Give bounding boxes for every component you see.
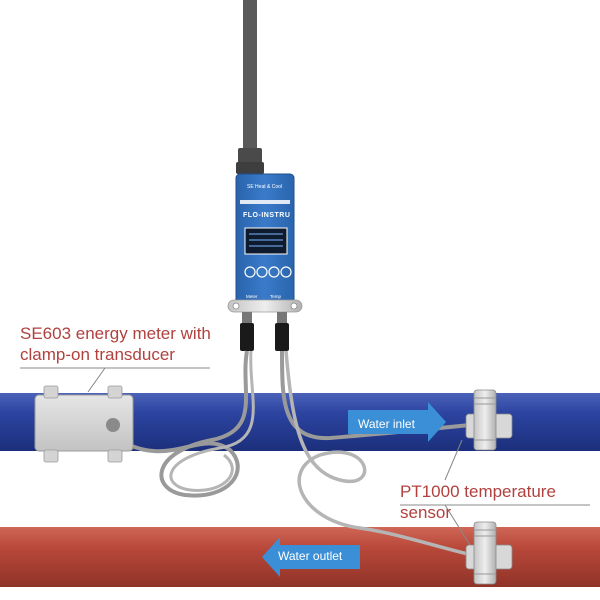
- port-temp-label: Temp: [270, 294, 282, 299]
- transducer-cable-2: [169, 350, 255, 492]
- device-button-4: [280, 266, 292, 278]
- sensor-cable-outlet: [284, 350, 473, 557]
- sensor-callout: PT1000 temperature sensor: [400, 481, 590, 523]
- sensor-callout-line1: PT1000 temperature: [400, 482, 556, 501]
- connector-left: [242, 312, 252, 324]
- clamp-on-transducer: [34, 385, 134, 463]
- meter-callout-line2: clamp-on transducer: [20, 345, 175, 364]
- connector-right: [277, 312, 287, 324]
- cable-gland-nut: [236, 162, 264, 174]
- water-inlet-label: Water inlet: [358, 417, 415, 431]
- temperature-sensor-inlet: [465, 389, 513, 451]
- device-button-3: [268, 266, 280, 278]
- meter-callout-line1: SE603 energy meter with: [20, 324, 211, 343]
- energy-meter-device: [235, 173, 295, 305]
- transducer-cable: [103, 350, 249, 498]
- device-button-1: [244, 266, 256, 278]
- device-brand-logo: FLO-INSTRU: [243, 212, 291, 219]
- lcd-screen: [244, 227, 288, 255]
- water-inlet-arrow: [348, 402, 446, 442]
- meter-callout: SE603 energy meter with clamp-on transdu…: [20, 323, 220, 365]
- top-cable: [243, 0, 257, 150]
- port-meter-label: Meter: [246, 294, 258, 299]
- device-button-2: [256, 266, 268, 278]
- water-outlet-arrow: [262, 537, 360, 577]
- water-outlet-label: Water outlet: [278, 549, 343, 563]
- sensor-callout-line2: sensor: [400, 503, 452, 522]
- mounting-flange: [227, 299, 303, 313]
- temperature-sensor-outlet: [465, 521, 513, 585]
- device-model-label: SE Heat & Cool: [247, 184, 283, 190]
